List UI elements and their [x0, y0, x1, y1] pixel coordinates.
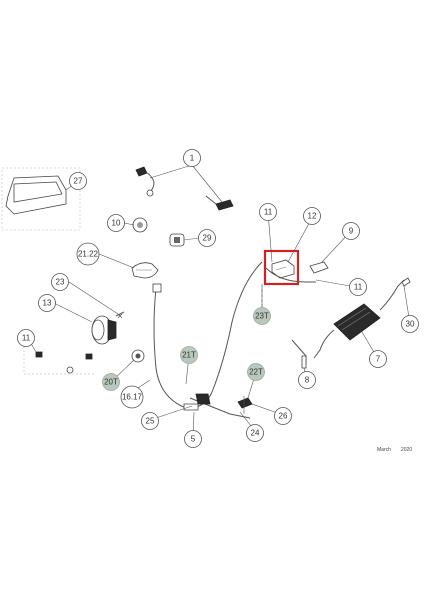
svg-text:11: 11: [22, 334, 31, 343]
part-20t-grommet: [131, 349, 145, 363]
svg-text:12: 12: [308, 212, 317, 221]
part-7-box: [313, 277, 411, 359]
part-8-sensor: [301, 355, 307, 369]
svg-text:10: 10: [112, 219, 121, 228]
part-12-relay: [271, 259, 295, 279]
callout-25: 25: [141, 412, 159, 430]
callout-10: 10: [107, 214, 125, 232]
footer-month: March: [377, 447, 391, 453]
svg-text:23T: 23T: [255, 312, 269, 321]
part-26-clip: [237, 396, 253, 414]
part-10-knob: [132, 217, 148, 233]
part-21-22-housing: [131, 262, 159, 279]
callout-23: 23: [51, 273, 69, 291]
svg-text:21T: 21T: [182, 351, 196, 360]
svg-text:21.22: 21.22: [78, 250, 99, 259]
part-1-switch: [135, 166, 234, 211]
part-13-lamp: [91, 311, 125, 345]
part-9-connector: [309, 261, 329, 274]
callout-1: 1: [183, 149, 201, 167]
svg-text:5: 5: [191, 435, 196, 444]
svg-text:22T: 22T: [249, 368, 263, 377]
callout-8: 8: [298, 371, 316, 389]
svg-text:23: 23: [56, 278, 65, 287]
callout-23t: 23T: [253, 307, 271, 325]
callout-26: 26: [274, 407, 292, 425]
svg-text:29: 29: [203, 234, 212, 243]
svg-text:27: 27: [74, 177, 83, 186]
callout-5: 5: [184, 430, 202, 448]
svg-text:11: 11: [354, 283, 363, 292]
part-5-bracket: [183, 393, 211, 411]
footer-year: 2020: [401, 447, 412, 453]
highlight-frame: [263, 249, 300, 286]
callout-11-left: 11: [17, 329, 35, 347]
callout-21t: 21T: [180, 346, 198, 364]
callout-11-right: 11: [349, 278, 367, 296]
callout-9: 9: [342, 222, 360, 240]
callout-7: 7: [369, 350, 387, 368]
svg-text:30: 30: [406, 320, 415, 329]
svg-text:8: 8: [305, 376, 310, 385]
svg-text:7: 7: [376, 355, 381, 364]
callout-22t: 22T: [247, 363, 265, 381]
svg-text:26: 26: [279, 412, 288, 421]
svg-text:20T: 20T: [104, 378, 118, 387]
svg-text:11: 11: [264, 208, 273, 217]
svg-text:13: 13: [43, 299, 52, 308]
callout-24: 24: [246, 424, 264, 442]
callout-21-22: 21.22: [76, 242, 100, 266]
wiring-harness: [152, 261, 316, 419]
svg-text:9: 9: [349, 227, 354, 236]
callout-16-17: 16.17: [120, 385, 144, 409]
callout-29: 29: [198, 229, 216, 247]
svg-text:16.17: 16.17: [122, 393, 143, 402]
part-11-fasteners: [23, 346, 94, 375]
callout-27: 27: [69, 172, 87, 190]
callout-11-top: 11: [259, 203, 277, 221]
callout-12: 12: [303, 207, 321, 225]
callout-30: 30: [401, 315, 419, 333]
callout-13: 13: [38, 294, 56, 312]
callout-20t: 20T: [102, 373, 120, 391]
part-29-button: [169, 233, 185, 247]
part-27-inset: [1, 167, 81, 231]
svg-text:24: 24: [251, 429, 260, 438]
svg-text:25: 25: [146, 417, 155, 426]
svg-text:1: 1: [190, 154, 195, 163]
